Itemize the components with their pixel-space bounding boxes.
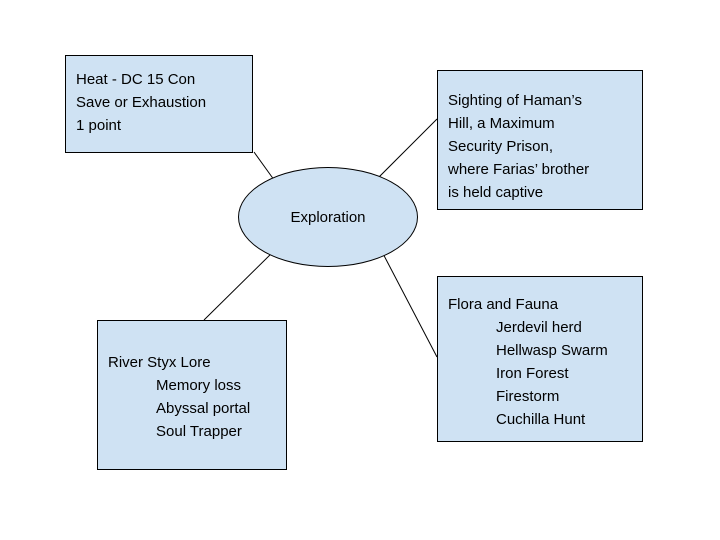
connector-flora-fauna[interactable] bbox=[378, 245, 438, 358]
node-text-line: Abyssal portal bbox=[156, 400, 251, 417]
node-text-line: Cuchilla Hunt bbox=[496, 411, 586, 428]
node-text-line: Hill, a Maximum bbox=[448, 115, 555, 132]
node-title-line: River Styx Lore bbox=[108, 354, 211, 371]
node-text-line: Jerdevil herd bbox=[496, 319, 582, 336]
node-text-line: 1 point bbox=[76, 117, 122, 134]
node-text-line: Heat - DC 15 Con bbox=[76, 71, 196, 88]
node-heat-rule[interactable]: Heat - DC 15 Con Save or Exhaustion 1 po… bbox=[65, 55, 253, 153]
node-text-line: Firestorm bbox=[496, 388, 560, 405]
node-text-line: where Farias’ brother bbox=[448, 161, 590, 178]
node-text-line: Save or Exhaustion bbox=[76, 94, 207, 111]
node-text-line: Memory loss bbox=[156, 377, 242, 394]
connector-river-styx[interactable] bbox=[203, 248, 277, 321]
node-river-styx-lore[interactable]: River Styx Lore Memory loss Abyssal port… bbox=[97, 320, 287, 470]
node-text-line: Security Prison, bbox=[448, 138, 554, 155]
node-text-line: Soul Trapper bbox=[156, 423, 242, 440]
node-text-line: Hellwasp Swarm bbox=[496, 342, 608, 359]
node-text-line: Iron Forest bbox=[496, 365, 569, 382]
center-node-exploration[interactable]: Exploration bbox=[238, 167, 418, 267]
node-text-line: is held captive bbox=[448, 184, 544, 201]
node-text-line: Sighting of Haman’s bbox=[448, 92, 582, 109]
connector-sighting[interactable] bbox=[371, 118, 438, 185]
node-title-line: Flora and Fauna bbox=[448, 296, 559, 313]
node-sighting[interactable]: Sighting of Haman’s Hill, a Maximum Secu… bbox=[437, 70, 643, 210]
node-flora-and-fauna[interactable]: Flora and Fauna Jerdevil herd Hellwasp S… bbox=[437, 276, 643, 442]
center-node-label: Exploration bbox=[290, 208, 366, 226]
